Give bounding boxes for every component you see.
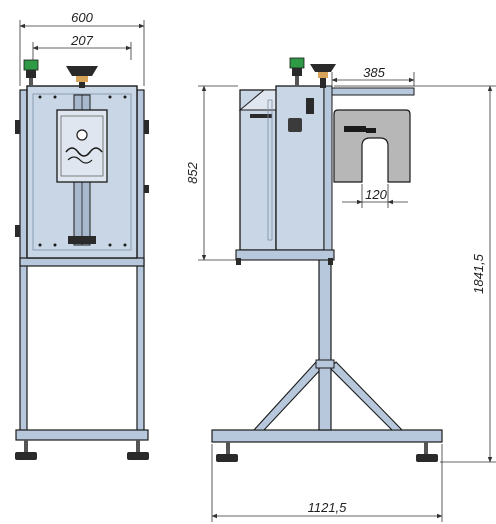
side-post-collar (315, 359, 335, 369)
side-green-button-icon (289, 57, 305, 69)
dim-notch-width: 120 (365, 187, 387, 202)
front-carriage-logo (65, 147, 103, 157)
side-left-brace (252, 361, 323, 431)
front-bottom-bar (15, 429, 149, 441)
side-left-foot (216, 454, 238, 462)
front-right-clamp-2 (144, 185, 149, 193)
front-left-clamp (15, 120, 20, 134)
dim-base-length: 1121,5 (308, 500, 348, 515)
side-right-brace (329, 361, 404, 431)
front-green-button-icon (23, 59, 39, 71)
side-cabinet-door (323, 85, 333, 251)
front-carriage-bolt-1 (76, 129, 88, 141)
front-cabinet-inner (32, 93, 132, 251)
dim-overall-width: 600 (71, 10, 93, 25)
front-knob-icon (66, 66, 98, 76)
side-cabinet-window (288, 118, 302, 132)
front-column-base (68, 236, 96, 244)
side-cabinet-front (275, 85, 325, 251)
front-right-foot (127, 452, 149, 460)
side-tool-head (333, 109, 411, 183)
side-cabinet-handle (306, 98, 314, 114)
dim-total-height: 1841,5 (471, 253, 486, 294)
front-right-foot-stem (136, 440, 140, 452)
side-post (318, 257, 332, 431)
front-dimensions (19, 20, 145, 86)
front-carriage-plate (56, 109, 108, 183)
dim-slot-width-front: 207 (70, 33, 93, 48)
front-left-foot (15, 452, 37, 460)
front-mid-bar (19, 257, 145, 267)
side-base-bar (211, 429, 443, 443)
side-knob-handle (318, 72, 328, 78)
side-knob-stem (320, 72, 326, 88)
front-right-clamp (144, 120, 149, 134)
front-left-foot-stem (24, 440, 28, 452)
side-view (211, 57, 443, 462)
front-left-clamp-2 (15, 225, 20, 237)
side-knob-icon (310, 64, 336, 72)
dim-arm-reach: 385 (363, 65, 385, 80)
side-arm (331, 87, 415, 96)
front-view (15, 59, 149, 460)
side-cabinet-plinth (235, 249, 335, 261)
side-dimensions (198, 72, 496, 522)
side-right-foot (416, 454, 438, 462)
dim-body-height: 852 (185, 161, 200, 183)
front-rivets (38, 95, 127, 247)
front-knob-handle (76, 76, 88, 82)
